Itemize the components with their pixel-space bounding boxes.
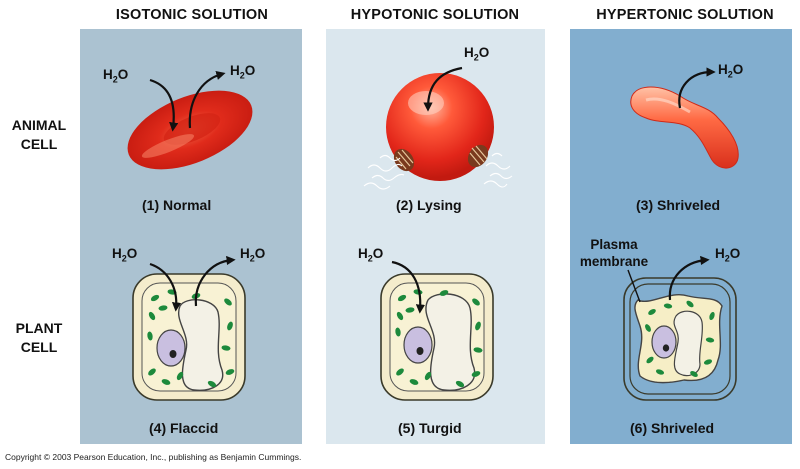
water-label: H2O — [358, 246, 384, 264]
caption-lysing: (2) Lysing — [396, 197, 462, 213]
row-label-animal-cell: ANIMAL CELL — [0, 116, 78, 154]
nucleus — [651, 325, 677, 359]
water-label: H2O — [112, 246, 138, 264]
central-vacuole — [673, 310, 704, 377]
row-label-plant-line1: PLANT — [15, 320, 63, 336]
water-label: H2O — [464, 45, 490, 63]
header-hypertonic: HYPERTONIC SOLUTION — [596, 7, 774, 23]
turgid-plant-cell — [380, 273, 494, 401]
water-label: H2O — [230, 63, 256, 81]
caption-shriveled-plant: (6) Shriveled — [630, 420, 715, 436]
shriveled-red-blood-cell — [630, 86, 739, 169]
row-label-plant-cell: PLANT CELL — [0, 319, 78, 357]
central-vacuole — [178, 299, 224, 391]
nucleus — [403, 326, 433, 364]
water-in-arrow — [149, 78, 179, 132]
water-label: H2O — [715, 246, 741, 264]
flaccid-plant-cell — [132, 273, 246, 401]
plasma-membrane-label-line1: Plasma — [590, 237, 638, 252]
lysing-red-blood-cell — [363, 73, 513, 190]
chloroplasts — [395, 289, 483, 388]
nucleus — [156, 329, 186, 367]
normal-red-blood-cell — [127, 90, 253, 170]
central-vacuole — [425, 293, 476, 391]
caption-normal: (1) Normal — [142, 197, 212, 213]
water-label: H2O — [103, 67, 129, 85]
caption-shriveled-animal: (3) Shriveled — [636, 197, 721, 213]
membrane-pointer-line — [627, 269, 641, 303]
header-hypotonic: HYPOTONIC SOLUTION — [350, 7, 520, 23]
plasma-membrane-label: Plasma membrane — [574, 236, 654, 270]
row-label-plant-line2: CELL — [20, 339, 58, 355]
chloroplasts — [645, 300, 715, 377]
caption-turgid: (5) Turgid — [398, 420, 462, 436]
water-in-arrow — [391, 260, 426, 314]
water-out-arrow — [194, 255, 236, 307]
water-out-arrow — [678, 67, 716, 109]
caption-flaccid: (4) Flaccid — [149, 420, 219, 436]
row-label-animal-line2: CELL — [20, 136, 58, 152]
header-isotonic: ISOTONIC SOLUTION — [115, 7, 269, 23]
plasma-membrane-label-line2: membrane — [579, 254, 649, 269]
water-out-arrow — [668, 255, 710, 301]
shriveled-plant-cell — [623, 277, 737, 401]
water-in-arrow — [423, 66, 463, 112]
row-label-animal-line1: ANIMAL — [11, 117, 67, 133]
water-label: H2O — [718, 62, 744, 80]
copyright-notice: Copyright © 2003 Pearson Education, Inc.… — [5, 452, 302, 462]
water-in-arrow — [149, 262, 182, 312]
water-label: H2O — [240, 246, 266, 264]
water-out-arrow — [188, 71, 226, 129]
